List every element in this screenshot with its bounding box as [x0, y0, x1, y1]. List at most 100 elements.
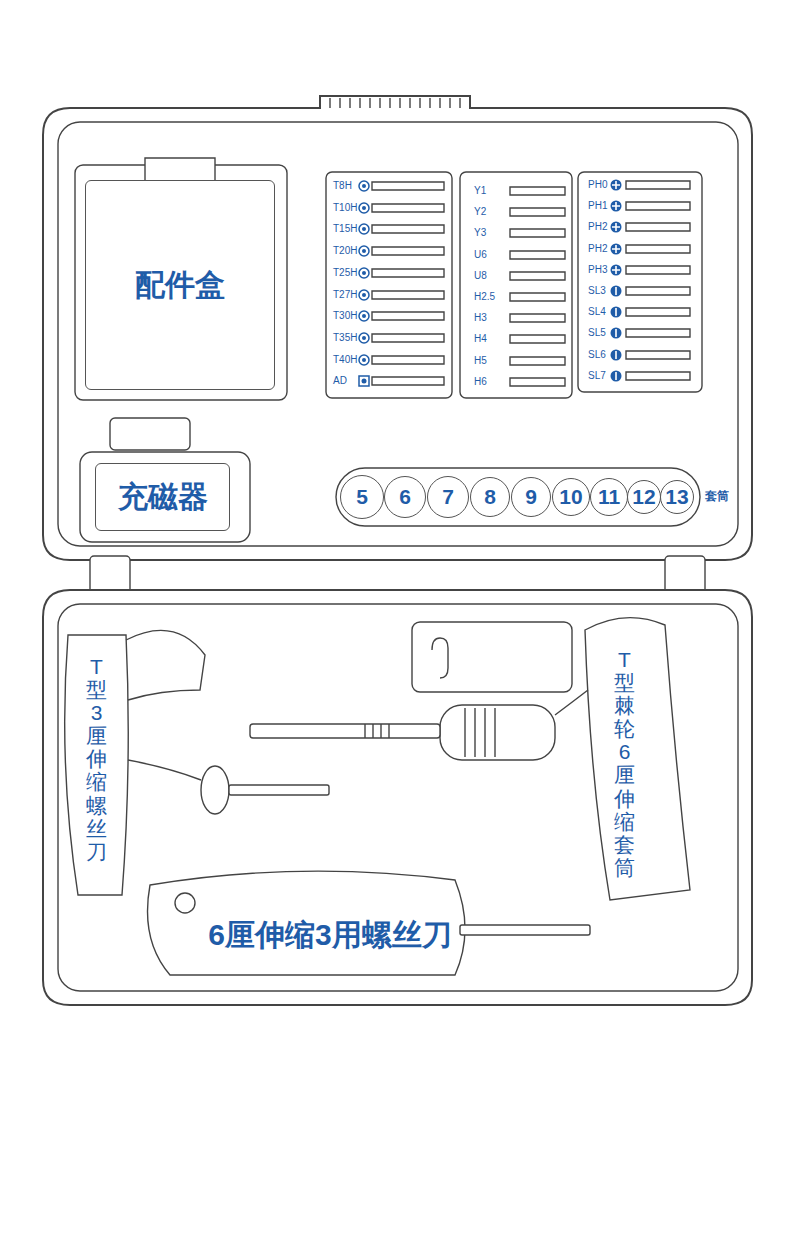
torx-dot — [362, 227, 366, 231]
torx-dot — [362, 249, 366, 253]
icon-marks — [612, 181, 620, 380]
case-upper-shell — [43, 96, 752, 560]
bit-label: T40H — [332, 354, 358, 366]
bit-label: H3 — [473, 312, 488, 324]
bit-label: T35H — [332, 332, 358, 344]
torx-icon — [359, 268, 369, 278]
shaft-knurl — [365, 724, 389, 738]
torx-dot — [362, 271, 366, 275]
bit-label: SL7 — [587, 370, 607, 382]
bit-drawing — [372, 182, 444, 385]
hinge — [665, 556, 705, 594]
screwdriver-shaft — [229, 785, 329, 795]
tool-name: T型3厘伸缩螺丝刀 — [86, 655, 107, 863]
ratchet-head — [440, 705, 555, 760]
socket-tray — [336, 468, 700, 526]
socket-circle: 8 — [470, 477, 510, 517]
torx-dot — [362, 314, 366, 318]
torx-icon — [359, 224, 369, 234]
torx-icon — [359, 181, 369, 191]
bit-holder — [578, 172, 702, 392]
bit-drawing — [510, 187, 565, 386]
ratchet-grip — [585, 618, 690, 900]
torx-icon — [359, 246, 369, 256]
bit-label: T8H — [332, 180, 353, 192]
bit-drawing — [626, 181, 690, 380]
box-compartment — [75, 165, 287, 400]
bit-label: T20H — [332, 245, 358, 257]
bit-label: PH1 — [587, 200, 608, 212]
node-text: 13 — [665, 485, 688, 509]
bit-label: U6 — [473, 249, 488, 261]
node-text: 5 — [356, 485, 368, 509]
socket-circle: 10 — [552, 478, 590, 516]
hinge — [90, 556, 130, 594]
tool-name: T型棘轮6厘伸缩套筒 — [614, 648, 635, 879]
screwdriver-collar — [201, 766, 229, 814]
accessory-box: 配件盒 — [85, 180, 275, 390]
magnetizer-box: 充磁器 — [95, 463, 230, 531]
tool-name: 6厘伸缩3用螺丝刀 — [207, 918, 452, 953]
torx-dot — [362, 358, 366, 362]
torx-icon — [359, 290, 369, 300]
node-text: 11 — [598, 485, 620, 509]
node-text: 9 — [525, 485, 537, 509]
bit-holder — [460, 172, 572, 398]
hex-socket — [175, 893, 195, 913]
bit-label: PH3 — [587, 264, 608, 276]
socket-circle: 7 — [427, 476, 469, 518]
ratchet-shaft — [250, 724, 440, 738]
case-lower-shell — [43, 590, 752, 1005]
bit-label: AD — [332, 376, 348, 388]
bit-label: H6 — [473, 376, 488, 388]
torx-dot — [362, 184, 366, 188]
torx-icon — [359, 203, 369, 213]
torx-icon — [359, 311, 369, 321]
adapter-icon — [359, 376, 369, 386]
bit-label: SL3 — [587, 285, 607, 297]
bit-label: H2.5 — [473, 291, 496, 303]
magnetizer-compartment — [80, 452, 250, 542]
bit-label: PH0 — [587, 179, 608, 191]
socket-circle: 11 — [590, 478, 628, 516]
bit-label: H4 — [473, 334, 488, 346]
bit-label: PH2 — [587, 243, 608, 255]
t-handle-head — [126, 630, 205, 700]
node-text: 10 — [559, 485, 582, 509]
ratchet-ridges — [465, 708, 495, 757]
socket-circle: 6 — [384, 476, 426, 518]
torx-icon — [359, 355, 369, 365]
bit-label: PH2 — [587, 222, 608, 234]
screwdriver-shaft — [460, 925, 590, 935]
torx-dot — [362, 336, 366, 340]
socket-circle: 9 — [511, 477, 551, 517]
bit-label: SL4 — [587, 306, 607, 318]
bit-label: U8 — [473, 270, 488, 282]
ratchet-neck — [555, 690, 588, 715]
bit-label: SL6 — [587, 349, 607, 361]
bit-label: T25H — [332, 267, 358, 279]
case-latch — [330, 98, 460, 108]
bit-label: T15H — [332, 224, 358, 236]
bit-label: T30H — [332, 310, 358, 322]
bit-label: Y2 — [473, 206, 487, 218]
hook-compartment — [412, 622, 572, 692]
torx-icon — [359, 333, 369, 343]
node-text: 12 — [632, 485, 655, 509]
node-text: 8 — [484, 485, 496, 509]
socket-label: 套筒 — [704, 490, 730, 504]
bit-holder — [326, 172, 452, 398]
bit-label: Y1 — [473, 185, 487, 197]
adapter-dot — [362, 379, 367, 384]
box-tab — [145, 158, 215, 180]
bit-label: Y3 — [473, 228, 487, 240]
hook — [432, 638, 448, 678]
node-text: 充磁器 — [118, 480, 208, 515]
torx-dot — [362, 293, 366, 297]
node-text: 6 — [399, 485, 411, 509]
socket-circle: 5 — [340, 475, 384, 519]
screwdriver-handle — [148, 871, 466, 975]
bit-icons — [359, 180, 622, 387]
socket-circle: 13 — [660, 480, 694, 514]
